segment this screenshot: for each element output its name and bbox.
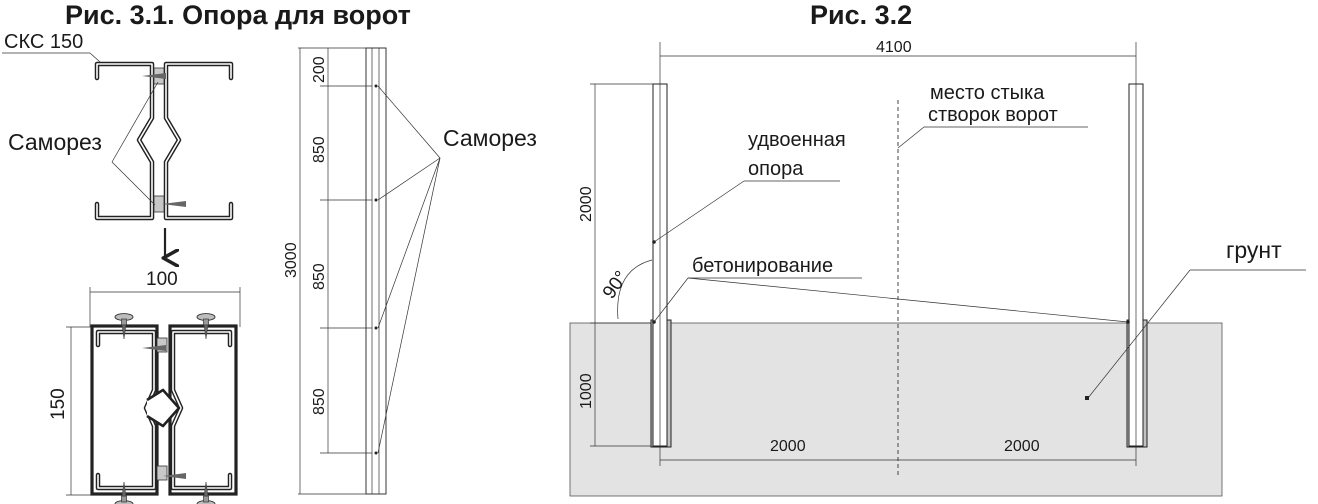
ground-area: [569, 322, 1223, 497]
dim-span: 4100: [876, 39, 912, 56]
screw-label-right: Саморез: [443, 125, 537, 151]
right-post: [1126, 83, 1148, 448]
dim-total: 3000: [283, 242, 300, 278]
angle-arc: [617, 259, 653, 320]
joint-label-2: створок ворот: [928, 104, 1058, 126]
dim-half-right: 2000: [1004, 438, 1040, 455]
double-profile-section: 100 150: [48, 269, 241, 504]
post-body: [365, 47, 387, 495]
figure-3-1: Рис. 3.1. Опора для ворот СКС 150 Саморе…: [2, 0, 537, 504]
post-side-view: 3000 200 850 850 850 Саморез: [283, 47, 537, 495]
profile-outline: [94, 61, 234, 221]
dim-height: 150: [48, 388, 69, 420]
ground-marker: [1085, 396, 1089, 400]
joint-label-1: место стыка: [930, 82, 1045, 104]
profile-label: СКС 150: [4, 31, 83, 53]
left-post: [650, 83, 672, 448]
screw-label-left: Саморез: [8, 129, 102, 155]
dim-width: 100: [146, 269, 178, 290]
dim-post-height: 2000: [578, 186, 595, 222]
dim-seg1: 850: [311, 136, 328, 163]
figure-3-2-title: Рис. 3.2: [810, 0, 912, 30]
post-label-2: опора: [748, 158, 804, 180]
dim-top: 200: [311, 56, 328, 83]
figure-3-2: Рис. 3.2 4100 место стыка створок ворот …: [569, 0, 1306, 497]
dim-seg2: 850: [311, 263, 328, 290]
screw-leader-left-bottom: [111, 161, 156, 206]
dim-seg3: 850: [311, 388, 328, 415]
single-profile-section: СКС 150 Саморез: [2, 31, 234, 258]
angle-label: 90°: [599, 267, 633, 303]
double-profile-outline: [90, 324, 238, 496]
dim-half-left: 2000: [770, 438, 806, 455]
concrete-label: бетонирование: [692, 255, 833, 277]
figure-3-1-title: Рис. 3.1. Опора для ворот: [65, 0, 411, 30]
screw-leader-left-top: [111, 81, 159, 163]
ground-label: грунт: [1226, 237, 1282, 263]
dim-depth: 1000: [578, 373, 595, 409]
post-label-1: удвоенная: [748, 129, 846, 151]
